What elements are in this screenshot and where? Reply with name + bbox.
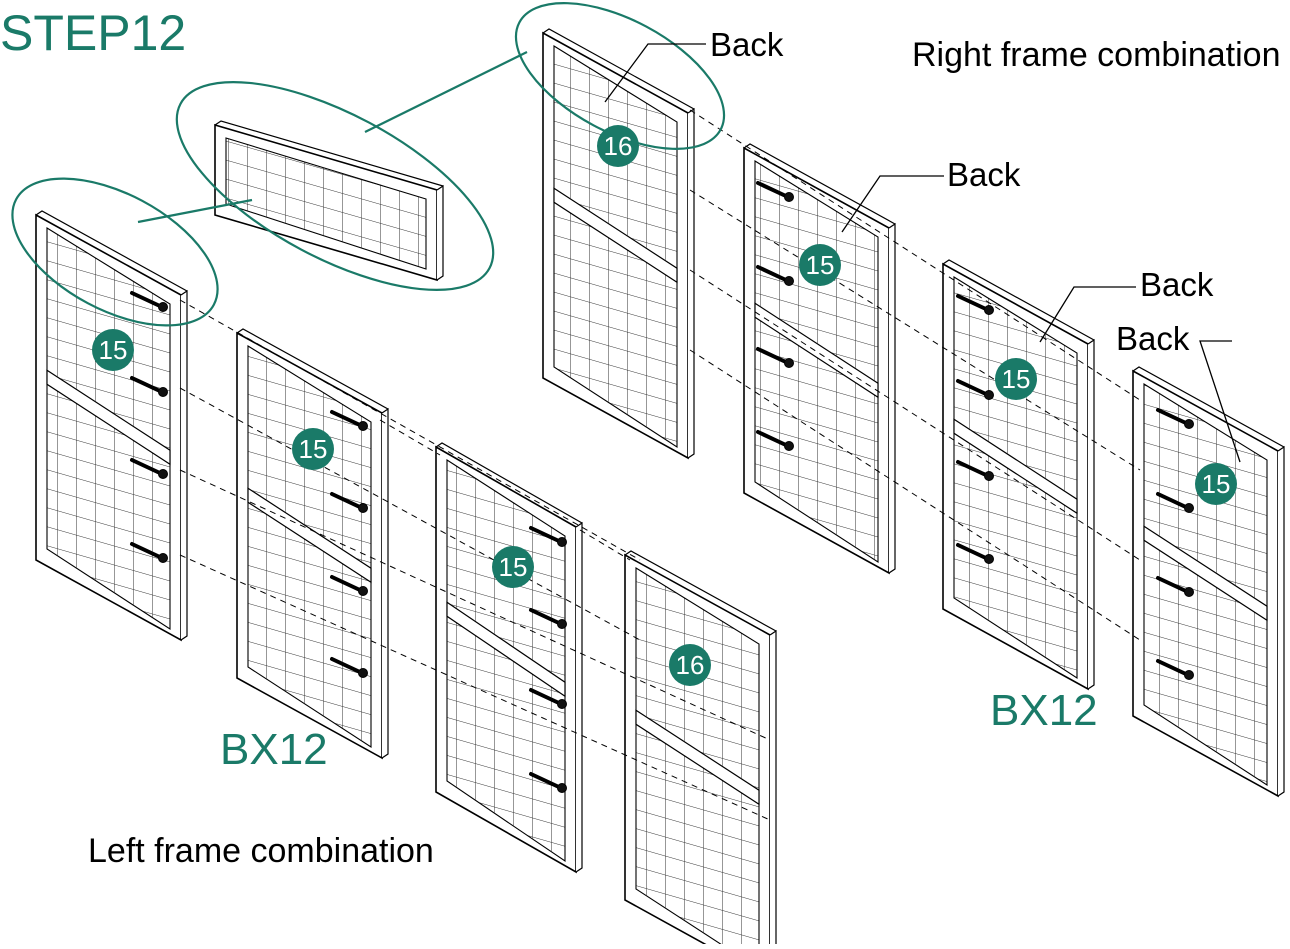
alignment-line <box>379 419 441 456</box>
back-label-3: Back <box>1140 266 1214 303</box>
panel-right-2 <box>743 143 896 575</box>
part-badge-circle <box>1195 463 1237 505</box>
screw-icon <box>529 608 567 629</box>
screw-icon <box>130 291 168 312</box>
alignment-line <box>689 269 1141 561</box>
part-number: 15 <box>1202 469 1231 499</box>
bx12-label-left: BX12 <box>220 725 328 774</box>
back-label-2: Back <box>947 156 1021 193</box>
alignment-line <box>179 469 771 741</box>
part-badge-circle <box>995 358 1037 400</box>
part-badge-15: 15 <box>292 428 334 470</box>
leader-lines <box>604 43 1241 463</box>
part-badge-16: 16 <box>669 644 711 686</box>
screw-icon <box>529 772 567 793</box>
part-number: 15 <box>299 434 328 464</box>
panel-right-1 <box>542 28 695 460</box>
screw-icon <box>330 657 368 678</box>
part-badge-circle <box>292 428 334 470</box>
highlight-ellipse-left <box>11 177 219 327</box>
alignment-line <box>179 299 641 561</box>
screw-icon <box>956 294 994 315</box>
panel-left-3 <box>435 442 583 874</box>
alignment-lines <box>179 109 1141 821</box>
highlight-ellipse-middle <box>175 81 495 291</box>
back-label-4: Back <box>1116 320 1190 357</box>
alignment-line <box>689 109 1141 401</box>
leader-back-1 <box>604 43 706 103</box>
screw-icon <box>130 542 168 563</box>
screw-icon <box>529 526 567 547</box>
screw-icon <box>330 410 368 431</box>
part-badge-circle <box>799 244 841 286</box>
panel-right-3 <box>942 259 1095 691</box>
panel-left-1 <box>35 210 188 642</box>
alignment-line <box>689 349 1141 641</box>
part-badge-15: 15 <box>799 244 841 286</box>
screw-icon <box>756 430 794 451</box>
highlight-ellipses <box>11 2 726 327</box>
part-number: 16 <box>604 131 633 161</box>
panel-top-rail <box>214 120 444 282</box>
part-number: 15 <box>499 552 528 582</box>
alignment-line <box>579 529 631 561</box>
part-badge-circle <box>492 546 534 588</box>
part-badge-16: 16 <box>597 125 639 167</box>
screw-icon <box>529 688 567 709</box>
frame-panels <box>35 28 1285 949</box>
connector-line-2 <box>364 51 528 133</box>
alignment-line <box>689 189 1141 471</box>
part-badge-15: 15 <box>1195 463 1237 505</box>
screw-icon <box>130 376 168 397</box>
left-combination-label: Left frame combination <box>88 832 434 870</box>
part-badge-15: 15 <box>492 546 534 588</box>
screw-icon <box>1156 408 1194 429</box>
screw-icon <box>756 347 794 368</box>
part-badge-15: 15 <box>995 358 1037 400</box>
step-title: STEP12 <box>0 5 186 61</box>
panel-left-4 <box>624 550 777 949</box>
panel-left-2 <box>236 328 389 760</box>
panel-right-4 <box>1132 366 1285 798</box>
screw-icon <box>1156 576 1194 597</box>
part-number: 15 <box>99 335 128 365</box>
leader-back-2 <box>841 175 944 233</box>
back-label-1: Back <box>710 26 784 63</box>
part-number: 16 <box>676 650 705 680</box>
screw-icon <box>330 575 368 596</box>
screw-icon <box>956 543 994 564</box>
screw-icon <box>956 460 994 481</box>
alignment-line <box>179 554 771 821</box>
screws <box>130 181 1194 793</box>
leader-back-3 <box>1039 286 1136 343</box>
part-badge-circle <box>669 644 711 686</box>
highlight-ellipse-right <box>514 2 726 150</box>
part-badge-circle <box>92 329 134 371</box>
screw-icon <box>756 265 794 286</box>
screw-icon <box>956 379 994 400</box>
part-badge-15: 15 <box>92 329 134 371</box>
screw-icon <box>330 492 368 513</box>
part-number: 15 <box>806 250 835 280</box>
screw-icon <box>130 458 168 479</box>
leader-back-4 <box>1199 340 1241 463</box>
part-badge-circle <box>597 125 639 167</box>
part-number: 15 <box>1002 364 1031 394</box>
screw-icon <box>756 181 794 202</box>
connector-line-1 <box>137 198 253 224</box>
bx12-label-right: BX12 <box>990 686 1098 735</box>
screw-icon <box>1156 492 1194 513</box>
part-badges: 15 15 15 16 16 15 15 15 <box>92 125 1237 686</box>
right-combination-label: Right frame combination <box>912 36 1281 74</box>
screw-icon <box>1156 659 1194 680</box>
